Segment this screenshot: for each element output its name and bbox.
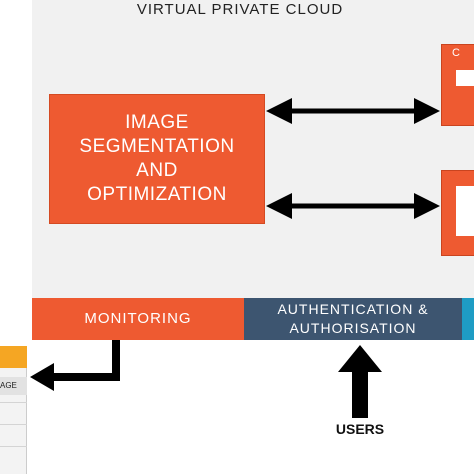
double-arrow-top-icon: [266, 98, 440, 124]
image-segmentation-box[interactable]: IMAGE SEGMENTATION AND OPTIMIZATION: [49, 94, 265, 224]
vpc-title: VIRTUAL PRIVATE CLOUD: [136, 1, 344, 18]
right-bottom-box-inner: [456, 186, 474, 236]
right-top-box-inner: [456, 70, 474, 86]
seg-line-2: SEGMENTATION: [79, 136, 235, 157]
left-box-header: [0, 346, 27, 368]
left-box-label: AGE: [0, 377, 27, 395]
seg-line-3: AND: [136, 160, 178, 181]
double-arrow-bottom-icon: [266, 193, 440, 219]
left-box-divider: [0, 424, 27, 425]
auth-line-1: AUTHENTICATION &: [277, 301, 429, 317]
authentication-service[interactable]: AUTHENTICATION & AUTHORISATION: [244, 298, 462, 340]
seg-line-1: IMAGE: [125, 112, 189, 133]
left-box-divider: [0, 402, 27, 403]
monitoring-arrow-icon: [30, 340, 120, 391]
users-label: USERS: [335, 421, 385, 437]
left-box-divider: [0, 446, 27, 447]
right-top-box-label: C: [452, 47, 460, 59]
teal-service-segment[interactable]: [462, 298, 474, 340]
seg-line-4: OPTIMIZATION: [87, 184, 227, 205]
image-segmentation-label: IMAGE SEGMENTATION AND OPTIMIZATION: [79, 111, 234, 207]
auth-line-2: AUTHORISATION: [289, 320, 417, 336]
users-arrow-icon: [338, 345, 382, 418]
monitoring-service[interactable]: MONITORING: [32, 298, 244, 340]
